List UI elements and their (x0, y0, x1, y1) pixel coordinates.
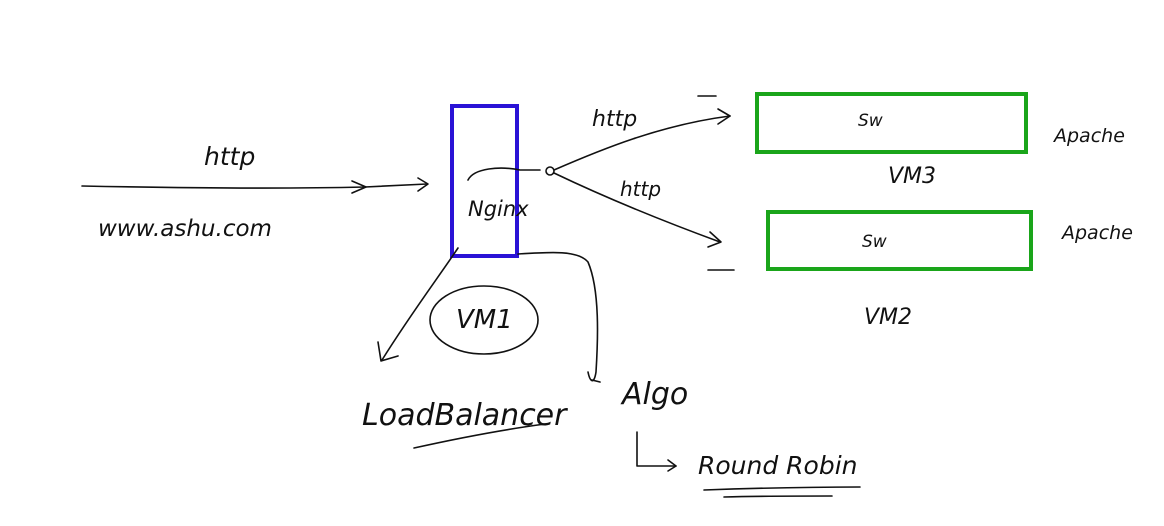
vm1-label: VM1 (456, 305, 513, 335)
server-vm2-name: VM2 (864, 305, 912, 330)
nginx-label: Nginx (468, 197, 529, 221)
server-vm2-inner-label: Sw (862, 232, 887, 252)
upper-link-arrow (553, 108, 731, 171)
server-vm3-inner-label: Sw (858, 111, 883, 131)
lower-link-protocol-label: http (620, 177, 661, 201)
lower-link-arrow (553, 172, 722, 248)
round-robin-pointer-arrow (636, 431, 677, 472)
client-domain-label: www.ashu.com (98, 216, 272, 242)
algo-pointer-arrow (517, 251, 601, 383)
algo-label: Algo (620, 377, 688, 412)
round-robin-underline-2 (723, 495, 833, 498)
round-robin-label: Round Robin (698, 451, 858, 480)
loadbalancer-underline (413, 423, 546, 449)
round-robin-underline-1 (703, 486, 861, 491)
nginx-box (450, 104, 519, 258)
server-vm3-name: VM3 (888, 164, 936, 189)
server-vm2-software: Apache (1060, 222, 1133, 244)
loadbalancer-label: LoadBalancer (362, 398, 568, 433)
server-box-vm3 (755, 92, 1028, 154)
nginx-connector (467, 166, 555, 181)
vm1-circle (429, 285, 539, 355)
loadbalancer-pointer-arrow (377, 247, 459, 362)
server-vm3-software: Apache (1052, 125, 1125, 147)
incoming-protocol-label: http (204, 142, 255, 171)
upper-link-protocol-label: http (592, 107, 637, 132)
incoming-request-arrow (81, 177, 429, 194)
server-box-vm2 (766, 210, 1033, 271)
